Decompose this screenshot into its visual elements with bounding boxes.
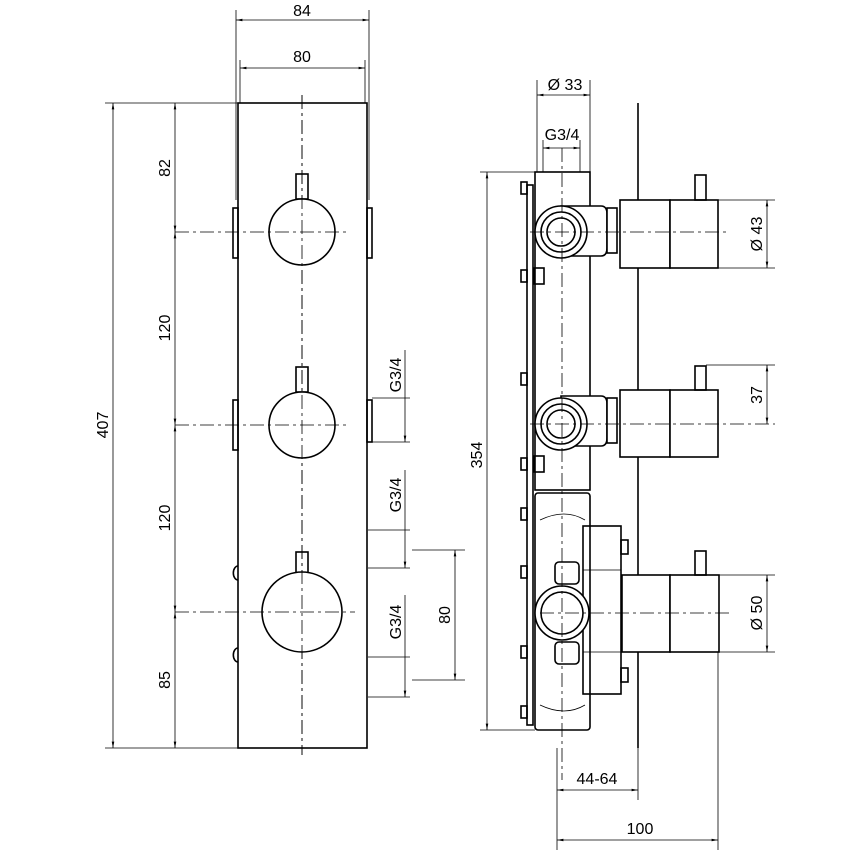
- dim-outlet-1: G3/4: [388, 358, 405, 393]
- dim-body-height: 354: [469, 442, 486, 469]
- upper-body-pipe: [534, 171, 591, 491]
- dim-width-plate: 80: [293, 49, 311, 66]
- dim-width-outer: 84: [293, 3, 311, 20]
- dim-inlet-thread: G3/4: [545, 127, 580, 144]
- dim-spacing-1: 120: [157, 315, 174, 342]
- thermostatic-body: [534, 492, 622, 731]
- dim-wall-depth-range: 44-64: [577, 771, 618, 788]
- dim-height-total: 407: [95, 412, 112, 439]
- dim-spacing-top: 82: [157, 159, 174, 177]
- dim-knob-large-diameter: Ø 50: [749, 596, 766, 631]
- side-knob-top: [619, 174, 719, 269]
- side-view: Ø 33 G3/4 354 Ø 43 37 Ø 50 44-64 100: [469, 77, 775, 850]
- dim-outlet-3: G3/4: [388, 605, 405, 640]
- mixer-port-2: [534, 395, 618, 451]
- dim-pipe-diameter: Ø 33: [548, 77, 583, 94]
- dim-spacing-2: 120: [157, 505, 174, 532]
- dim-outlet-spacing: 80: [437, 606, 454, 624]
- dim-outlet-2: G3/4: [388, 478, 405, 513]
- dim-total-depth: 100: [627, 821, 654, 838]
- dim-lever-height: 37: [749, 386, 766, 404]
- dim-spacing-bottom: 85: [157, 671, 174, 689]
- side-knob-middle: [619, 365, 719, 458]
- side-knob-bottom: [621, 550, 720, 653]
- dim-knob-small-diameter: Ø 43: [749, 217, 766, 252]
- mounting-plate: [526, 184, 534, 726]
- front-view: 84 80 407 82 120 120 85 G3/4 G3/4 G3/4 8…: [95, 3, 465, 755]
